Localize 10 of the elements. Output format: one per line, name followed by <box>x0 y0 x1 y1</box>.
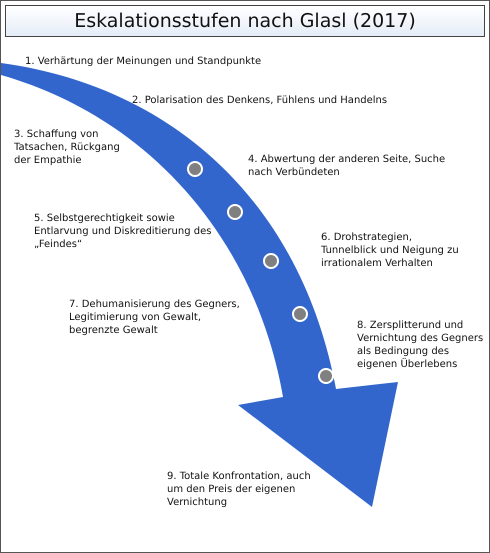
stage-label: 9. Totale Konfrontation, auch um den Preis der eigenen Vernichtung <box>167 470 312 509</box>
stage-label: 6. Drohstrategien, Tunnelblick und Neigung zu irrationalem Verhalten <box>321 231 460 270</box>
title: Eskalationsstufen nach Glasl (2017) <box>5 5 485 37</box>
stage-label: 3. Schaffung von Tatsachen, Rückgang der Empathie <box>14 128 121 167</box>
stage-label: 2. Polarisation des Denkens, Fühlens und Handelns <box>132 94 388 107</box>
stage-label: 5. Selbstgerechtigkeit sowie Entlarvung und Diskreditierung des „Feindes“ <box>34 212 212 251</box>
stage-label: 1. Verhärtung der Meinungen und Standpunkte <box>25 55 262 68</box>
stage-label: 8. Zersplitterund und Vernichtung des Gegners als Bedingung des eigenen Überlebens <box>357 319 484 371</box>
stage-label: 7. Dehumanisierung des Gegners, Legitimierung von Gewalt, begrenzte Gewalt <box>69 298 241 337</box>
stage-label: 4. Abwertung der anderen Seite, Suche nach Verbündeten <box>248 153 446 179</box>
